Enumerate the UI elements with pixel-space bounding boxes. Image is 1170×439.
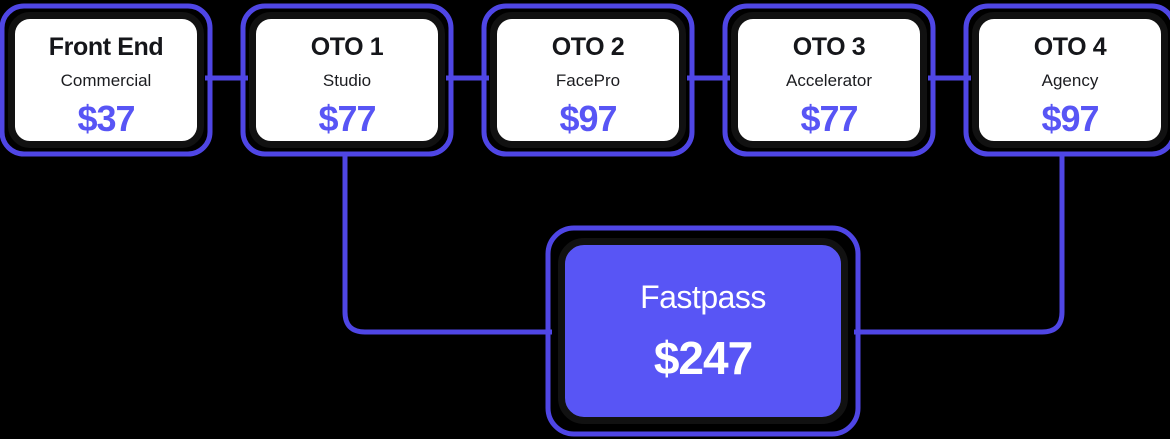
card-subtitle: Accelerator xyxy=(786,71,872,90)
connector-right xyxy=(854,154,1065,335)
card-title: OTO 3 xyxy=(792,33,866,61)
card-subtitle: FacePro xyxy=(555,71,621,90)
card-subtitle: Agency xyxy=(1041,71,1099,90)
offer-card-oto-1[interactable]: OTO 1 Studio $77 xyxy=(249,12,445,148)
offer-card-oto-2[interactable]: OTO 2 FacePro $97 xyxy=(490,12,686,148)
fastpass-title: Fastpass xyxy=(640,279,766,315)
card-price: $97 xyxy=(1041,98,1099,139)
card-subtitle: Commercial xyxy=(60,71,152,90)
connector-left xyxy=(342,154,552,335)
card-title: OTO 4 xyxy=(1033,33,1107,61)
card-title: Front End xyxy=(48,33,164,61)
card-subtitle: Studio xyxy=(322,71,372,90)
card-price: $77 xyxy=(800,98,858,139)
fastpass-bundle-card[interactable]: Fastpass $247 xyxy=(558,238,848,424)
offer-card-oto-4[interactable]: OTO 4 Agency $97 xyxy=(972,12,1168,148)
offer-card-oto-3[interactable]: OTO 3 Accelerator $77 xyxy=(731,12,927,148)
offer-card-front-end[interactable]: Front End Commercial $37 xyxy=(8,12,204,148)
card-price: $77 xyxy=(318,98,376,139)
card-title: OTO 2 xyxy=(551,33,625,61)
fastpass-price: $247 xyxy=(653,332,753,384)
card-price: $97 xyxy=(559,98,617,139)
card-price: $37 xyxy=(77,98,135,139)
card-title: OTO 1 xyxy=(310,33,384,61)
